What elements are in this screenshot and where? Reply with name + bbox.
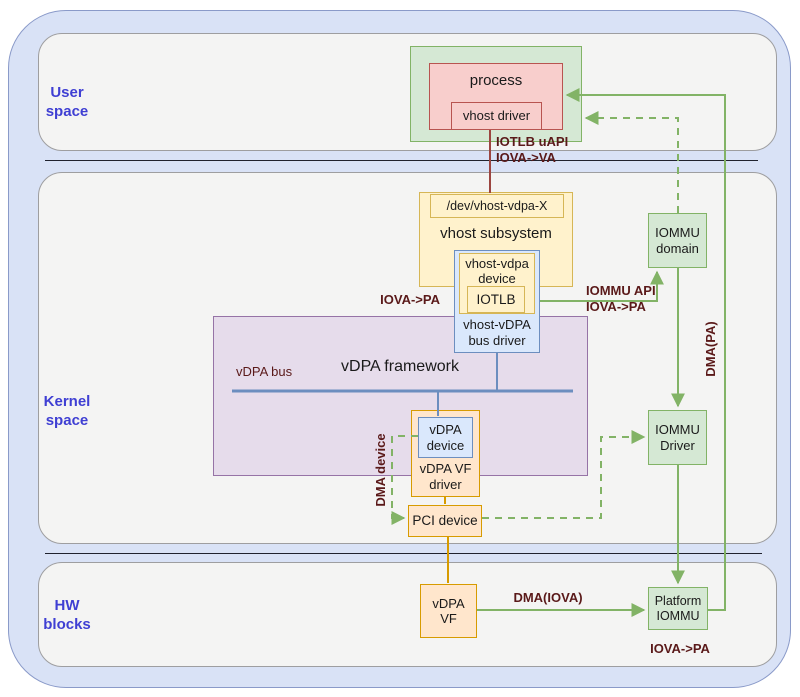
dma-pa-label: DMA(PA) xyxy=(703,321,718,377)
iotlb-uapi-label: IOTLB uAPI IOVA->VA xyxy=(496,134,569,166)
iova-pa-hw-label: IOVA->PA xyxy=(650,641,710,656)
dev-vhost-vdpa-box: /dev/vhost-vdpa-X xyxy=(430,194,564,218)
dma-iova-label: DMA(IOVA) xyxy=(513,590,583,605)
vdpa-device-box: vDPA device xyxy=(418,417,473,458)
pci-device-box: PCI device xyxy=(408,505,482,537)
vdpa-vf-box: vDPA VF xyxy=(420,584,477,638)
kernel-hw-divider xyxy=(45,553,762,554)
vdpa-bus-label: vDPA bus xyxy=(236,364,293,379)
iommu-domain-box: IOMMU domain xyxy=(648,213,707,268)
dma-device-label: DMA device xyxy=(373,433,388,507)
iova-pa-left-label: IOVA->PA xyxy=(380,292,440,307)
user-kernel-divider xyxy=(45,160,758,161)
iommu-api-label: IOMMU API IOVA->PA xyxy=(586,283,656,315)
user-space-label: User space xyxy=(45,84,89,120)
vdpa-framework-title: vDPA framework xyxy=(341,358,459,375)
vhost-driver-box: vhost driver xyxy=(451,102,542,130)
platform-iommu-box: Platform IOMMU xyxy=(648,587,708,630)
hw-blocks-label: HW blocks xyxy=(43,597,91,633)
user-space-section xyxy=(38,33,777,151)
iommu-driver-box: IOMMU Driver xyxy=(648,410,707,465)
kernel-space-label: Kernel space xyxy=(43,393,91,429)
iotlb-box: IOTLB xyxy=(467,286,525,313)
